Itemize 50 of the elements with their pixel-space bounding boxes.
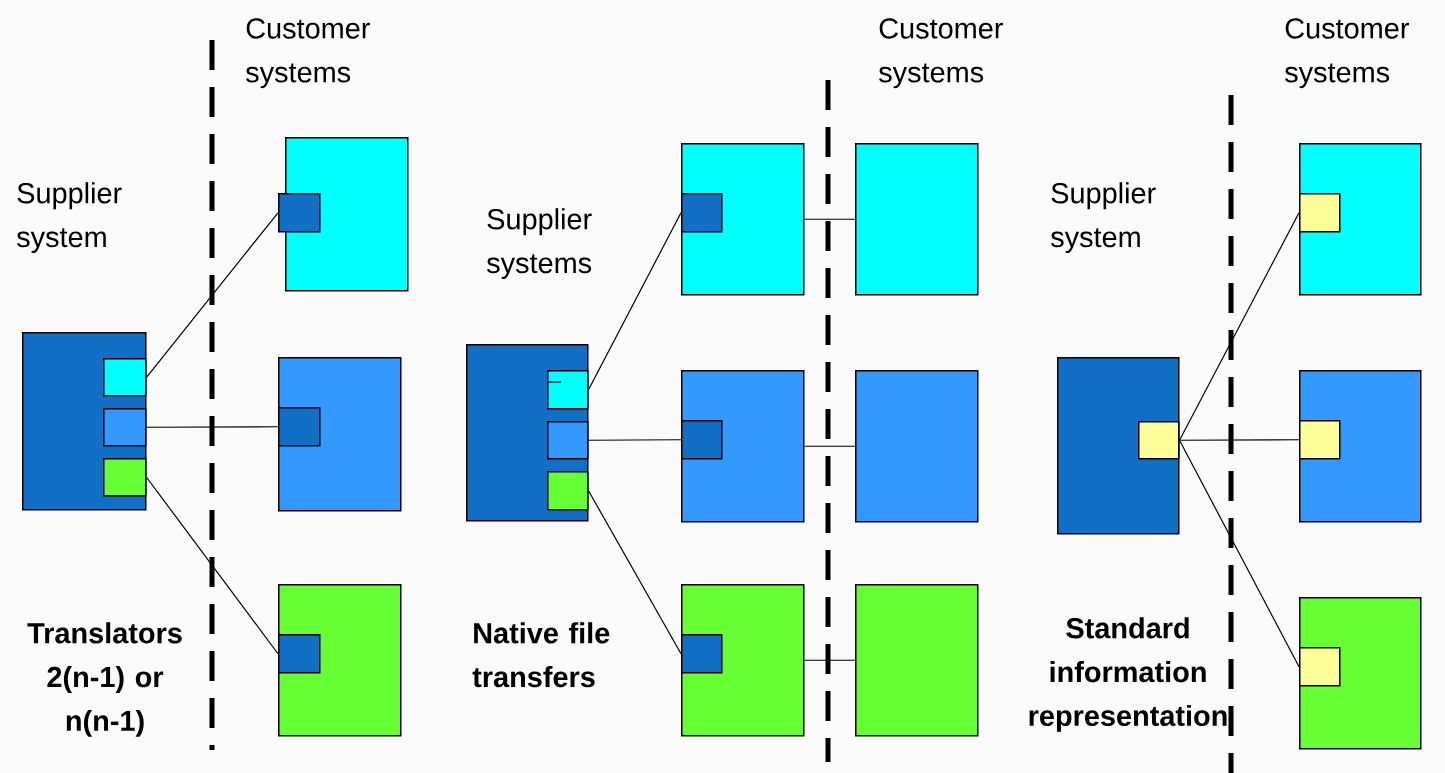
connector-line: [145, 476, 279, 655]
port-box: [681, 420, 723, 460]
system-box: [1299, 370, 1422, 523]
connector-line: [1178, 212, 1300, 441]
connector-line: [803, 445, 856, 447]
connector-line: [1178, 439, 1300, 668]
port-box: [547, 421, 589, 460]
port-box: [681, 634, 723, 674]
system-box: [681, 584, 805, 737]
connector-line: [145, 426, 279, 428]
system-box: [681, 370, 805, 523]
system-box: [1299, 143, 1422, 296]
connector-line: [803, 659, 856, 661]
port-box: [681, 193, 723, 233]
port-box: [103, 408, 147, 447]
system-box: [278, 357, 402, 512]
caption-text: Native file transfers: [472, 622, 610, 688]
system-box: [681, 143, 805, 296]
connector-line: [587, 439, 682, 441]
port-box: [278, 193, 321, 233]
connector-line: [587, 490, 682, 655]
caption-text: Standard information representation: [1029, 617, 1227, 732]
heading-label: Supplier systems: [487, 208, 592, 279]
port-box: [103, 358, 147, 397]
system-box: [1057, 357, 1180, 535]
connector-line: [1178, 439, 1300, 441]
system-box: [285, 137, 409, 292]
heading-label: Customer systems: [246, 18, 370, 89]
system-box: [278, 584, 402, 737]
port-box: [546, 370, 589, 410]
port-box: [278, 634, 321, 674]
heading-label: Supplier system: [1051, 182, 1156, 253]
heading-label: Customer systems: [879, 18, 1003, 89]
heading-label: Customer systems: [1285, 18, 1409, 89]
system-box: [855, 584, 979, 737]
system-box: [1299, 597, 1422, 750]
connector-line: [587, 212, 682, 391]
port-box: [278, 407, 321, 447]
system-box: [855, 143, 979, 296]
port-box: [103, 458, 147, 497]
heading-label: Supplier system: [17, 182, 122, 253]
connector-line: [803, 218, 856, 220]
port-box: [1299, 420, 1341, 460]
connector-line: [145, 212, 279, 378]
port-box: [547, 471, 589, 511]
port-box: [1299, 647, 1341, 687]
caption-text: Translators 2(n-1) or n(n-1): [27, 622, 182, 737]
port-box: [1138, 421, 1180, 460]
port-box: [1299, 193, 1341, 233]
system-box: [855, 370, 979, 523]
